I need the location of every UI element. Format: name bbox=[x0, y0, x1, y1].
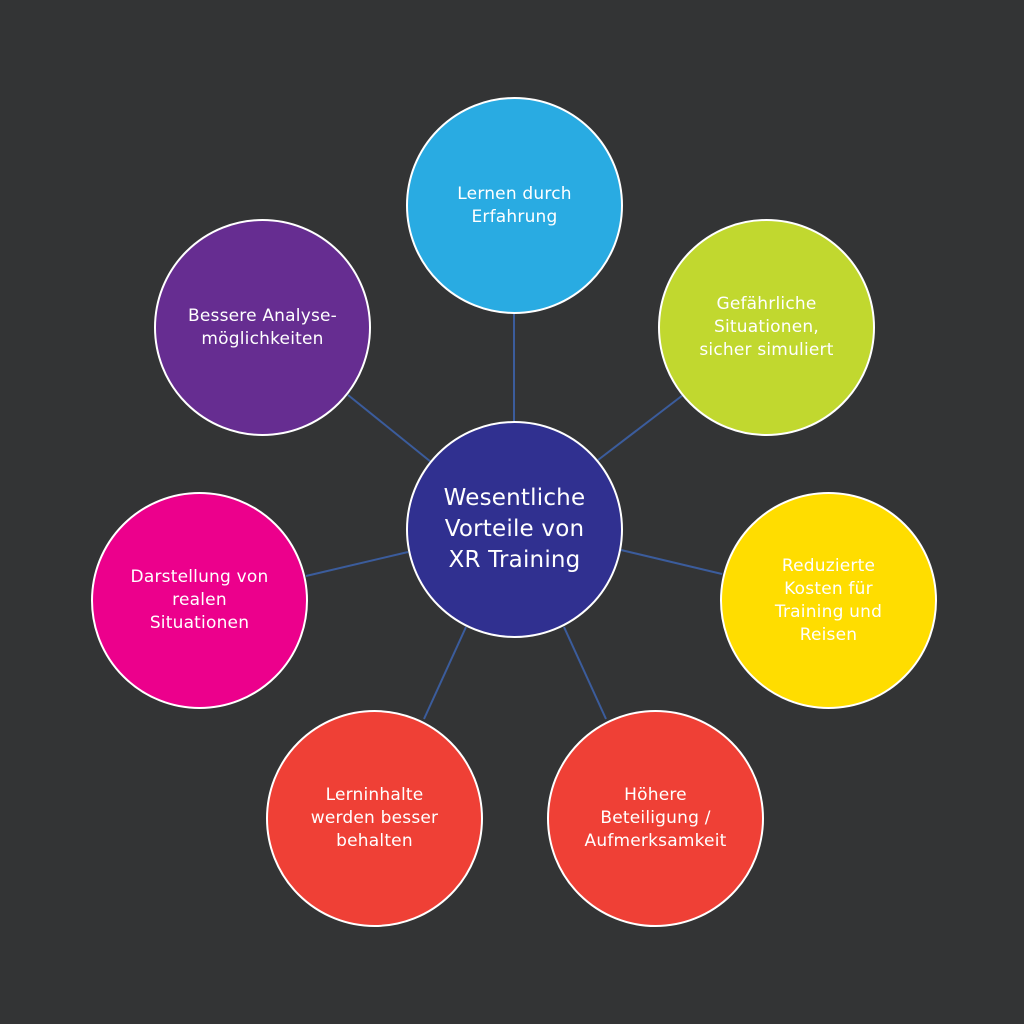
connector-r bbox=[620, 549, 723, 575]
node-label: Lernen durch Erfahrung bbox=[457, 183, 572, 227]
node-lernen-durch-erfahrung: Lernen durch Erfahrung bbox=[406, 97, 623, 314]
center-node: Wesentliche Vorteile von XR Training bbox=[406, 421, 623, 638]
node-darstellung-realer-situationen: Darstellung von realen Situationen bbox=[91, 492, 308, 709]
node-label: Gefährliche Situationen, sicher simulier… bbox=[699, 294, 834, 360]
node-hoehere-beteiligung: Höhere Beteiligung / Aufmerksamkeit bbox=[547, 710, 764, 927]
connector-br bbox=[563, 626, 607, 720]
node-label: Reduzierte Kosten für Training und Reise… bbox=[774, 555, 883, 645]
center-node-label: Wesentliche Vorteile von XR Training bbox=[443, 485, 586, 573]
node-bessere-analysemoeglichkeiten: Bessere Analyse- möglichkeiten bbox=[154, 219, 371, 436]
connector-tl bbox=[347, 394, 432, 463]
node-label: Darstellung von realen Situationen bbox=[130, 567, 269, 633]
node-label: Lerninhalte werden besser behalten bbox=[310, 785, 439, 851]
node-lerninhalte-behalten: Lerninhalte werden besser behalten bbox=[266, 710, 483, 927]
connector-l bbox=[305, 551, 409, 577]
node-label: Bessere Analyse- möglichkeiten bbox=[187, 305, 338, 349]
node-gefaehrliche-situationen: Gefährliche Situationen, sicher simulier… bbox=[658, 219, 875, 436]
connector-bl bbox=[423, 626, 467, 720]
node-label: Höhere Beteiligung / Aufmerksamkeit bbox=[584, 785, 727, 851]
node-reduzierte-kosten: Reduzierte Kosten für Training und Reise… bbox=[720, 492, 937, 709]
connector-tr bbox=[597, 394, 684, 461]
